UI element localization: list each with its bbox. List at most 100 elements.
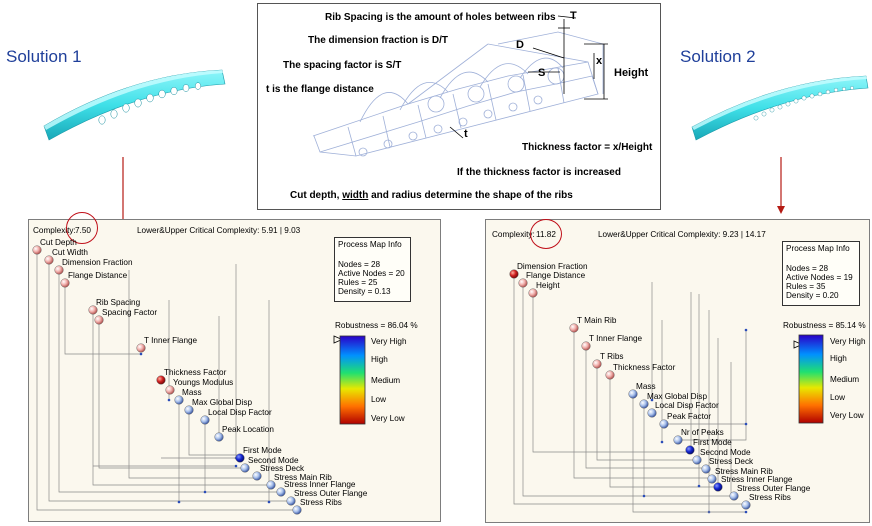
edge-dot [203, 490, 207, 494]
node-second-mode[interactable] [692, 455, 702, 465]
info-density: Density = 0.13 [338, 287, 391, 296]
node-second-mode[interactable] [240, 463, 250, 473]
node-peak-factor[interactable] [659, 419, 669, 429]
node-label-cut-width: Cut Width [52, 248, 88, 257]
node-label-stress-ribs: Stress Ribs [749, 493, 791, 502]
node-thickness-factor[interactable] [156, 375, 166, 385]
node-spacing-factor[interactable] [94, 315, 104, 325]
node-dimension-fraction[interactable] [509, 269, 519, 279]
node-label-peak-factor: Peak Factor [667, 412, 712, 421]
graph-edge [532, 293, 690, 453]
node-label-t-ribs: T Ribs [600, 352, 624, 361]
critical-complexity: Lower&Upper Critical Complexity: 5.91 | … [137, 226, 301, 235]
node-stress-deck[interactable] [252, 471, 262, 481]
node-max-global-disp[interactable] [639, 399, 649, 409]
node-stress-inner-flange[interactable] [276, 487, 286, 497]
node-label-youngs-modulus: Youngs Modulus [173, 378, 234, 387]
process-map-info-box: Process Map Info Nodes = 28 Active Nodes… [334, 237, 411, 302]
node-label-first-mode: First Mode [693, 438, 732, 447]
node-label-nr-of-peaks: Nr of Peaks [681, 428, 724, 437]
info-nodes: Nodes = 28 [338, 260, 381, 269]
node-label-rib-spacing: Rib Spacing [96, 298, 141, 307]
solution-2-title: Solution 2 [680, 47, 756, 66]
robustness-value: Robustness = 85.14 % [783, 321, 866, 330]
graph-edge [585, 346, 706, 469]
node-peak-location[interactable] [214, 432, 224, 442]
edge-dot [744, 510, 748, 514]
node-label-local-disp-factor: Local Disp Factor [208, 408, 272, 417]
node-rib-spacing[interactable] [88, 305, 98, 315]
node-first-mode[interactable] [235, 453, 245, 463]
node-label-mass: Mass [182, 388, 202, 397]
node-flange-distance[interactable] [60, 278, 70, 288]
info-title: Process Map Info [338, 240, 402, 249]
graph-edge [98, 320, 245, 469]
node-label-stress-inner-flange: Stress Inner Flange [284, 480, 356, 489]
node-local-disp-factor[interactable] [647, 408, 657, 418]
node-label-stress-inner-flange: Stress Inner Flange [721, 475, 793, 484]
robustness-pointer-icon [793, 340, 803, 349]
node-label-stress-main-rib: Stress Main Rib [715, 467, 773, 476]
info-active-nodes: Active Nodes = 20 [338, 269, 405, 278]
info-nodes: Nodes = 28 [786, 264, 829, 273]
robustness-pointer-icon [333, 335, 343, 344]
node-cut-depth[interactable] [32, 245, 42, 255]
graph-edge [48, 260, 291, 502]
beam-solution-2-image [691, 75, 869, 141]
node-youngs-modulus[interactable] [165, 385, 175, 395]
node-cut-width[interactable] [44, 255, 54, 265]
center-line-4: t is the flange distance [266, 84, 374, 95]
label-x: x [596, 55, 603, 67]
graph-edge [188, 410, 240, 456]
robustness-colorbar [339, 335, 366, 425]
node-thickness-factor[interactable] [605, 370, 615, 380]
complexity-highlight-circle [530, 219, 562, 249]
node-t-inner-flange[interactable] [136, 343, 146, 353]
node-max-global-disp[interactable] [184, 405, 194, 415]
node-label-stress-deck: Stress Deck [260, 464, 305, 473]
node-stress-outer-flange[interactable] [286, 496, 296, 506]
process-map-graph-2 [509, 269, 751, 514]
node-stress-ribs[interactable] [741, 500, 751, 510]
node-stress-ribs[interactable] [292, 505, 302, 515]
node-stress-main-rib[interactable] [707, 474, 717, 484]
node-stress-outer-flange[interactable] [729, 491, 739, 501]
graph-edge [64, 283, 141, 355]
edge-dot [660, 440, 664, 444]
label-T: T [570, 10, 577, 22]
node-first-mode[interactable] [685, 445, 695, 455]
node-label-t-inner-flange: T Inner Flange [589, 334, 643, 343]
graph-edge [58, 270, 281, 493]
node-t-ribs[interactable] [592, 359, 602, 369]
node-stress-main-rib[interactable] [266, 480, 276, 490]
process-map-panel-2: Complexity: 11.82 Lower&Upper Critical C… [485, 219, 870, 523]
node-stress-inner-flange[interactable] [713, 482, 723, 492]
graph-edge [573, 328, 712, 479]
info-density: Density = 0.20 [786, 291, 839, 300]
node-local-disp-factor[interactable] [200, 415, 210, 425]
beam-solution-1-image [43, 69, 226, 141]
label-D: D [516, 39, 524, 51]
node-dimension-fraction[interactable] [54, 265, 64, 275]
node-stress-deck[interactable] [701, 464, 711, 474]
node-label-second-mode: Second Mode [700, 448, 751, 457]
node-t-main-rib[interactable] [569, 323, 579, 333]
node-mass[interactable] [628, 389, 638, 399]
label-t: t [464, 128, 468, 140]
node-nr-of-peaks[interactable] [673, 435, 683, 445]
edge-dot [167, 398, 171, 402]
node-t-inner-flange[interactable] [581, 341, 591, 351]
node-mass[interactable] [174, 395, 184, 405]
node-label-t-inner-flange: T Inner Flange [144, 336, 198, 345]
node-label-max-global-disp: Max Global Disp [647, 392, 708, 401]
node-label-t-main-rib: T Main Rib [577, 316, 617, 325]
node-label-thickness-factor: Thickness Factor [164, 368, 227, 377]
node-label-second-mode: Second Mode [248, 456, 299, 465]
node-label-stress-deck: Stress Deck [709, 457, 754, 466]
node-height[interactable] [528, 288, 538, 298]
legend-very-low: Very Low [371, 414, 405, 423]
node-label-dimension-fraction: Dimension Fraction [517, 262, 588, 271]
legend-low: Low [830, 393, 846, 402]
node-flange-distance[interactable] [518, 278, 528, 288]
legend-very-high: Very High [371, 337, 407, 346]
